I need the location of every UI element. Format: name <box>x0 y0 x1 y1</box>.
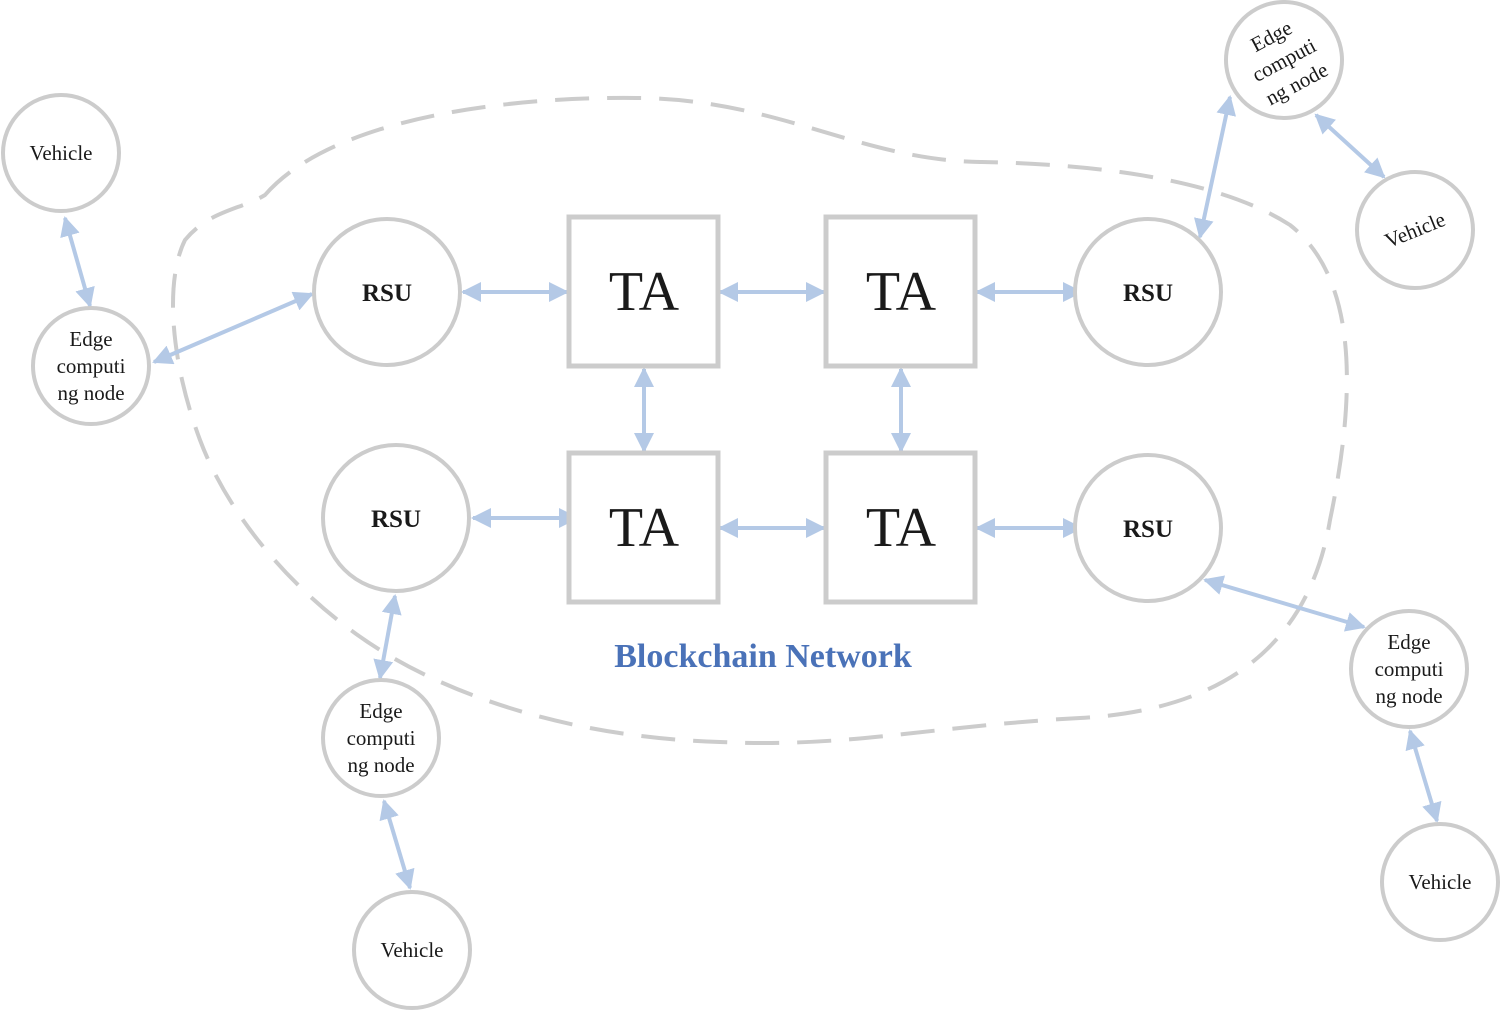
vehicle-label: Vehicle <box>30 141 93 165</box>
edge-node-top-right: Edge computi ng node <box>1224 0 1344 120</box>
ta-node-bottom-left: TA <box>566 450 721 605</box>
rsu-node-bottom-right: RSU <box>1073 453 1223 603</box>
rsu-label: RSU <box>362 280 412 307</box>
vehicle-node-top-right: Vehicle <box>1355 170 1475 290</box>
rsu-node-bottom-left: RSU <box>321 443 471 593</box>
vehicle-label: Vehicle <box>381 938 444 962</box>
edge-label-line2: computi <box>347 726 416 750</box>
edge-node-bottom-left: Edge computi ng node <box>321 678 441 798</box>
edge-label-line2: computi <box>1375 657 1444 681</box>
link-rsu-edge-top-right <box>1193 95 1237 239</box>
rsu-label: RSU <box>1123 280 1173 307</box>
link-edge-rsu-left <box>152 291 314 365</box>
vehicle-node-top-left: Vehicle <box>1 93 121 213</box>
rsu-node-top-left: RSU <box>312 217 462 367</box>
ta-node-bottom-right: TA <box>823 450 978 605</box>
link-edge-vehicle-top-right <box>1314 113 1386 179</box>
edge-label-line1: Edge <box>69 327 112 351</box>
edge-label-line3: ng node <box>347 753 414 777</box>
edge-node-bottom-right: Edge computi ng node <box>1349 609 1469 729</box>
rsu-label: RSU <box>371 506 421 533</box>
link-rsu-edge-bottom-right <box>1203 575 1366 632</box>
ta-node-top-left: TA <box>566 214 721 369</box>
edge-label-line3: ng node <box>1375 684 1442 708</box>
ta-label: TA <box>866 497 937 559</box>
ta-label: TA <box>609 261 680 323</box>
link-edge-vehicle-bottom-right <box>1405 729 1442 823</box>
link-rsu-edge-bottom <box>373 594 402 680</box>
edge-label-line1: Edge <box>359 699 402 723</box>
vehicle-node-bottom-left: Vehicle <box>352 890 472 1010</box>
vehicle-node-bottom-right: Vehicle <box>1380 822 1500 942</box>
link-edge-vehicle-bottom <box>379 799 415 890</box>
edge-label-line2: computi <box>57 354 126 378</box>
edge-node-left: Edge computi ng node <box>31 306 151 426</box>
ta-node-top-right: TA <box>823 214 978 369</box>
links <box>60 95 1442 890</box>
ta-label: TA <box>866 261 937 323</box>
blockchain-network-label: Blockchain Network <box>614 638 912 675</box>
ta-label: TA <box>609 497 680 559</box>
rsu-label: RSU <box>1123 516 1173 543</box>
blockchain-boundary <box>171 95 1349 746</box>
vehicle-label: Vehicle <box>1409 870 1472 894</box>
edge-label-line1: Edge <box>1387 630 1430 654</box>
rsu-node-top-right: RSU <box>1073 217 1223 367</box>
link-vehicle-edge-left <box>60 216 95 308</box>
edge-label-line3: ng node <box>57 381 124 405</box>
